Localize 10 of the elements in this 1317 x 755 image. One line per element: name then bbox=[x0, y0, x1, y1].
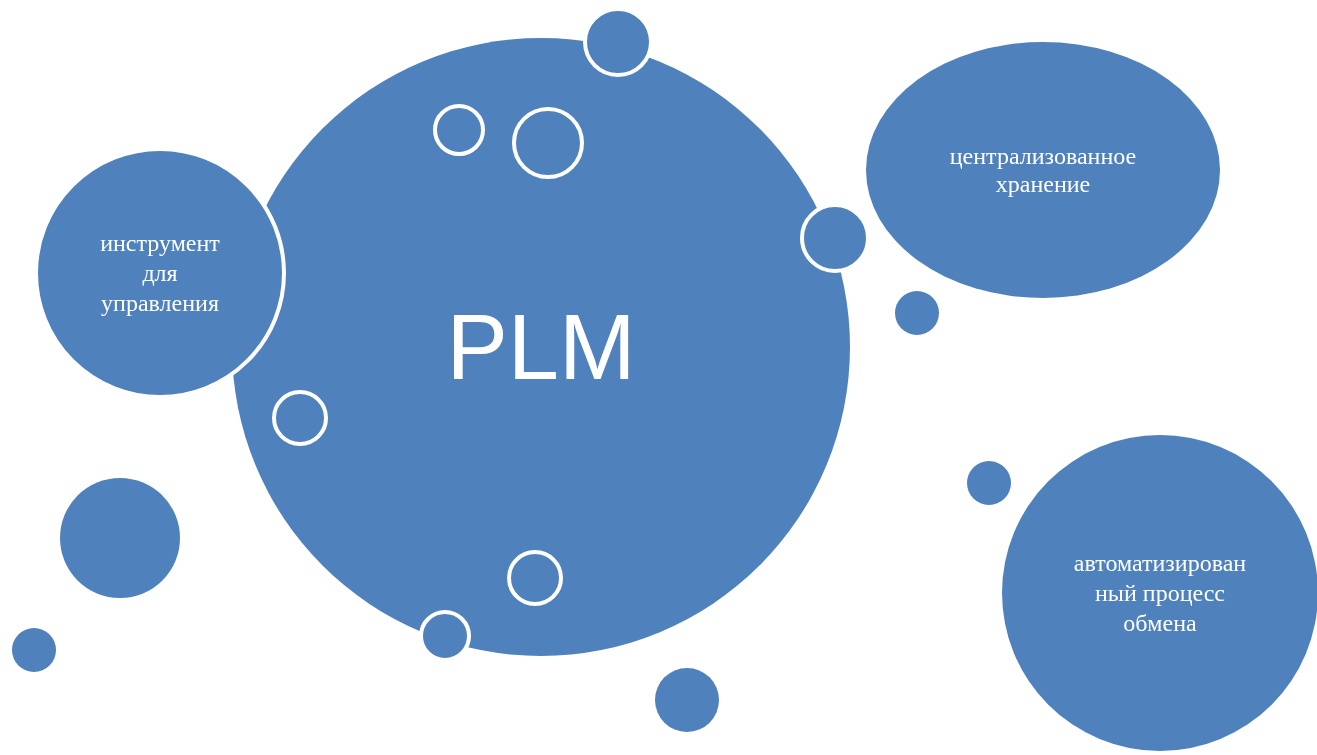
node-label: централизованное хранение bbox=[948, 142, 1138, 198]
node-label: инструмент для управления bbox=[99, 229, 221, 318]
small-circle bbox=[433, 104, 485, 156]
small-circle bbox=[12, 628, 56, 672]
small-circle bbox=[895, 291, 939, 335]
node-label: автоматизирован ный процесс обмена bbox=[1072, 549, 1248, 638]
small-circle bbox=[967, 461, 1011, 505]
node-label: PLM bbox=[446, 301, 636, 393]
small-circle bbox=[272, 390, 328, 446]
small-circle bbox=[507, 550, 563, 606]
